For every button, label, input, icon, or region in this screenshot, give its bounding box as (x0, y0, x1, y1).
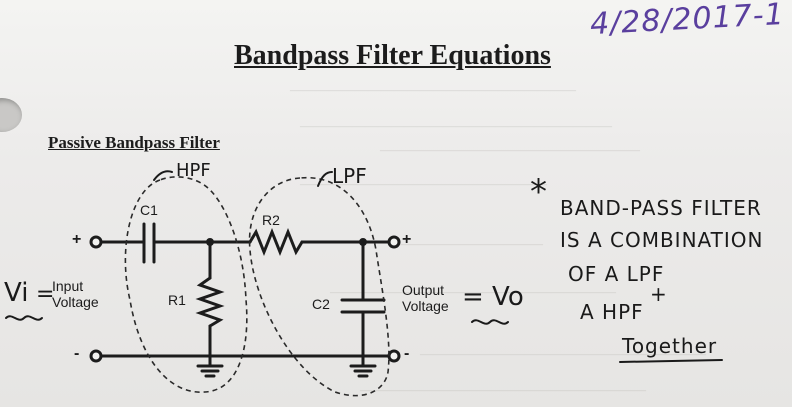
note-line-3: OF A LPF (568, 262, 665, 286)
output-voltage-label: Output Voltage (402, 282, 449, 314)
bleed-through-text: ——————————— (400, 236, 543, 251)
vo-symbol: = Vo (462, 282, 524, 312)
output-minus-terminal (387, 349, 401, 363)
lpf-tag: LPF (332, 164, 367, 188)
bleed-through-text: —————————————————————— (360, 382, 646, 397)
note-line-5: Together (622, 334, 718, 358)
handwritten-squiggles (5, 170, 723, 363)
note-line-4: A HPF (580, 300, 644, 324)
bleed-through-text: —————————————————————— (420, 346, 706, 361)
input-minus-sign: - (74, 345, 80, 362)
output-plus-sign: + (402, 231, 412, 248)
section-heading: Passive Bandpass Filter (48, 133, 220, 152)
output-plus-terminal (387, 235, 401, 249)
bleed-through-text: ———————————————————————— (300, 118, 612, 133)
r2-resistor (248, 227, 304, 257)
c2-label: C2 (312, 296, 330, 312)
input-plus-sign: + (72, 231, 82, 248)
vi-underline-squiggle (5, 315, 43, 321)
bleed-through-text: ——————————————————— (300, 176, 547, 191)
input-voltage-label: Input Voltage (52, 278, 99, 310)
circuit-wires (89, 222, 401, 378)
note-line-1: BAND-PASS FILTER (560, 196, 762, 220)
vi-symbol: Vi (4, 278, 29, 308)
hpf-loop (124, 176, 248, 393)
c1-label: C1 (140, 202, 158, 218)
vo-underline-squiggle (471, 319, 509, 325)
handwritten-loops (124, 176, 390, 397)
bleed-through-text: —————————————————————— (290, 82, 576, 97)
together-underline (619, 359, 723, 363)
note-line-2: IS A COMBINATION (560, 228, 764, 252)
output-minus-sign: - (404, 345, 410, 362)
hpf-tag: HPF (176, 160, 211, 181)
vi-equals: = (36, 282, 55, 307)
r1-resistor (195, 276, 225, 328)
hpf-tick (153, 170, 173, 181)
lpf-tick (317, 171, 333, 187)
r1-label: R1 (168, 292, 186, 308)
lpf-loop (248, 176, 390, 397)
bleed-through-text: ———————————————————— (380, 142, 640, 157)
bleed-through-text: —————————————————————— (330, 284, 616, 299)
binder-hole (0, 98, 22, 132)
asterisk-note-marker: * (530, 172, 547, 212)
r2-label: R2 (262, 212, 280, 228)
page-title: Bandpass Filter Equations (234, 40, 551, 71)
note-line-plus: + (650, 282, 668, 306)
